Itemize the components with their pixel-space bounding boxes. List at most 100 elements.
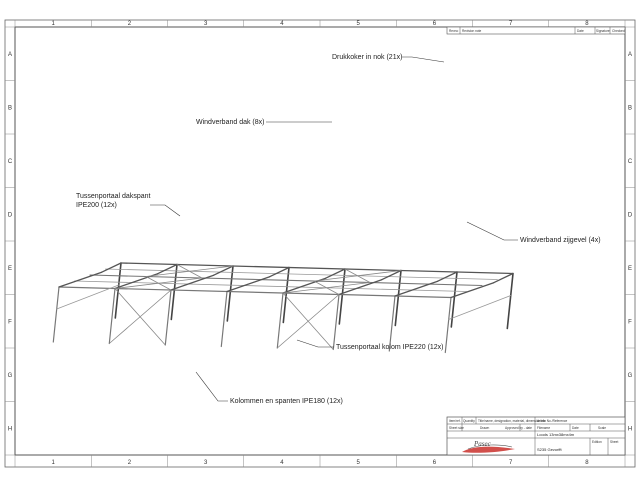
tb-quantity: Quantity [463, 419, 475, 423]
rafter [101, 262, 122, 273]
grid-col-label-top: 7 [509, 21, 513, 27]
rear-column [444, 296, 452, 354]
grid-col-label-top: 3 [204, 21, 208, 27]
ridge-beam [89, 274, 483, 287]
grid-col-label-top: 1 [51, 21, 55, 27]
side-wall-brace [108, 289, 172, 344]
revision-block: Revno Revision note Date Signature Check… [446, 26, 626, 35]
rear-column [220, 290, 228, 348]
grid-row-label-left: B [8, 105, 12, 111]
rafter [493, 272, 514, 284]
rafter [226, 276, 271, 293]
tb-title-name: Title/name, designation, material, dimen… [478, 419, 546, 423]
grid-row-label-right: D [628, 212, 633, 218]
roof-wind-brace [145, 276, 172, 291]
grid-col-label-top: 2 [128, 21, 132, 27]
front-eaves-beam [120, 262, 514, 275]
front-column [114, 262, 122, 319]
tb-scale: Scale [598, 426, 606, 430]
front-column [282, 266, 290, 324]
title-block-text: Item/ref. Quantity Title/name, designati… [449, 419, 618, 453]
rafter [269, 266, 290, 278]
rafter [450, 282, 495, 299]
tb-filename: Filename [537, 426, 550, 430]
company-logo: Pasec [462, 440, 515, 453]
tb-drawing-title: Loods 13mx38mx4m [537, 432, 575, 437]
front-column [338, 268, 346, 325]
leader-dakspant [150, 204, 181, 217]
rev-col-revno: Revno [449, 29, 458, 33]
grid-ticks [5, 20, 635, 467]
grid-row-label-left: D [8, 212, 13, 218]
grid-row-label-right: B [628, 105, 632, 111]
rafter [381, 269, 402, 281]
grid-col-label-bottom: 6 [433, 460, 437, 466]
portal-girt [448, 295, 512, 320]
leader-drukkoker [402, 56, 445, 63]
grid-col-label-bottom: 8 [585, 460, 589, 466]
purlin [74, 280, 467, 292]
front-column [506, 272, 514, 330]
grid-col-label-top: 8 [585, 21, 589, 27]
label-tussenportaal-dakspant-line2: IPE200 (12x) [76, 202, 117, 209]
grid-row-label-right: C [628, 159, 633, 165]
rafter [437, 271, 458, 282]
logo-text: Pasec [473, 440, 492, 448]
grid-row-label-left: H [8, 426, 12, 432]
tb-date: Date [572, 426, 579, 430]
label-tussenportaal-dakspant-line1: Tussenportaal dakspant [76, 193, 151, 200]
leader-kolom [296, 339, 334, 348]
front-column [226, 265, 234, 322]
tb-article-no: Article No./Reference [537, 419, 568, 423]
grid-col-label-bottom: 2 [128, 460, 132, 466]
rafter [170, 274, 215, 291]
rafter [58, 271, 103, 288]
grid-col-label-bottom: 5 [356, 460, 360, 466]
portal-girt [56, 284, 120, 310]
label-windverband-dak: Windverband dak (8x) [196, 119, 264, 126]
grid-row-label-right: F [628, 319, 632, 325]
tb-item: Item/ref. [449, 419, 461, 423]
rear-column [388, 295, 396, 352]
front-column [394, 269, 402, 327]
rafter [394, 280, 439, 297]
grid-row-label-left: C [8, 159, 13, 165]
rear-eaves-beam [58, 286, 452, 299]
grid-row-label-left: F [8, 319, 12, 325]
grid-row-label-right: H [628, 426, 632, 432]
rear-column [108, 287, 116, 345]
label-kolommen: Kolommen en spanten IPE180 (12x) [230, 398, 343, 405]
grid-row-label-left: E [8, 266, 12, 272]
rev-col-signature: Signature [596, 29, 610, 33]
roof-wind-brace [176, 264, 203, 279]
tb-drawn: Drawn [480, 426, 489, 430]
roof-wind-brace [344, 268, 371, 283]
rev-col-checked: Checked [612, 29, 625, 33]
roof-wind-brace [313, 280, 340, 295]
rear-column [52, 286, 60, 343]
grid-col-label-bottom: 3 [204, 460, 208, 466]
purlin [105, 268, 498, 280]
leader-lines [150, 56, 518, 402]
grid-col-label-bottom: 4 [280, 460, 284, 466]
leader-kolommen [195, 371, 228, 402]
grid-row-label-right: A [628, 52, 632, 58]
rear-column [332, 293, 340, 351]
rafter [157, 263, 178, 275]
rear-column [164, 289, 172, 346]
rafter [325, 268, 346, 279]
tb-approved: Approved by - date [505, 426, 532, 430]
grid-col-label-top: 5 [356, 21, 360, 27]
tb-drawing-sub: S235 Gevorfft [537, 447, 562, 452]
grid-row-label-right: E [628, 266, 632, 272]
grid-col-label-bottom: 7 [509, 460, 513, 466]
grid-row-label-left: A [8, 52, 12, 58]
grid-row-label-left: G [8, 373, 13, 379]
grid-row-label-right: G [628, 373, 633, 379]
grid-col-label-top: 6 [433, 21, 437, 27]
tb-edition: Edition [592, 440, 602, 444]
tb-sheet: Sheet [610, 440, 618, 444]
rev-col-date: Date [577, 29, 584, 33]
